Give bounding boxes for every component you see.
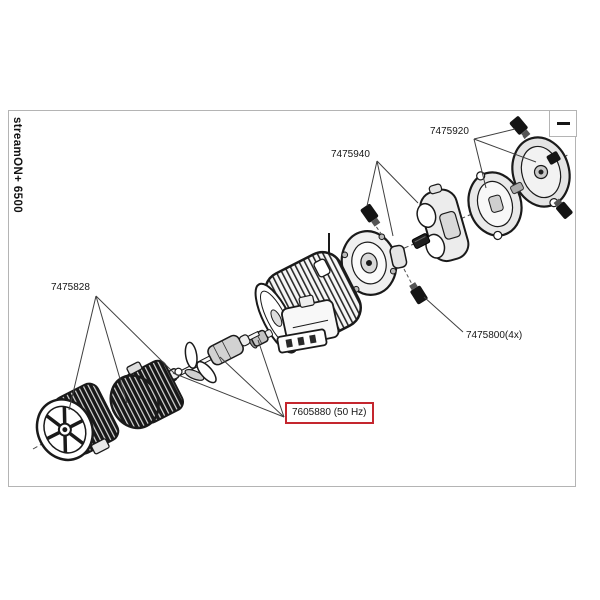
part-screw-middle — [360, 203, 381, 227]
part-screw-top — [509, 116, 531, 139]
part-pump-cover-outer — [35, 382, 120, 462]
part-motor-flange — [340, 230, 408, 296]
part-cover-plate-right — [511, 136, 571, 208]
part-screw-right — [553, 198, 573, 219]
part-pin-flange — [411, 233, 431, 249]
highlighted-part-label-7605880[interactable]: 7605880 (50 Hz) — [285, 402, 374, 424]
collapse-button[interactable] — [549, 110, 577, 137]
leader-lines — [68, 128, 537, 418]
part-pin-between-plates — [510, 181, 524, 195]
part-screw-7475800 — [409, 282, 428, 305]
part-label-7475828: 7475828 — [51, 282, 90, 293]
part-cover-plate-left — [467, 171, 523, 241]
part-label-7475920: 7475920 — [430, 126, 469, 137]
part-label-7475800: 7475800(4x) — [466, 330, 523, 341]
model-label: streamON+ 6500 — [11, 117, 23, 214]
part-label-7475940: 7475940 — [331, 149, 370, 160]
part-mount-bracket — [416, 183, 470, 263]
minus-icon — [556, 122, 570, 125]
part-motor-body — [254, 250, 362, 354]
